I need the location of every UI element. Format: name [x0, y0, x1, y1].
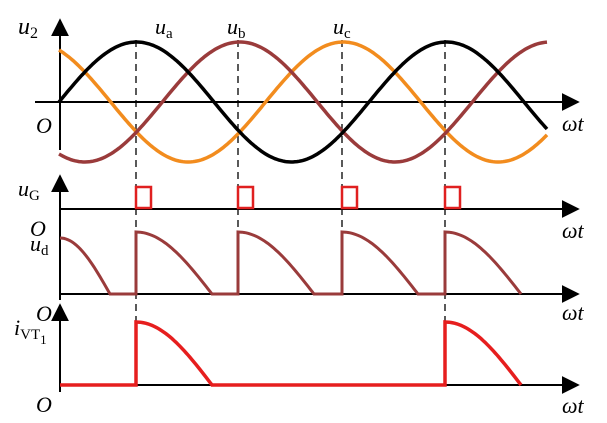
- origin-label-4: O: [36, 392, 52, 417]
- uc-waveform: [58, 40, 549, 164]
- u2-label: u2: [18, 14, 38, 42]
- origin-label-2: O: [30, 216, 46, 241]
- ub-label: ub: [227, 14, 246, 42]
- ub-waveform: [58, 40, 548, 164]
- uc-label: uc: [333, 14, 351, 42]
- gate-pulse-1: [134, 185, 153, 210]
- omega-t-label-2: ωt: [562, 218, 585, 243]
- gate-pulse-3: [340, 185, 359, 210]
- omega-t-label-4: ωt: [562, 393, 585, 418]
- ud-waveform: [59, 230, 523, 296]
- origin-label-3: O: [36, 301, 52, 326]
- ug-label: uG: [18, 176, 40, 204]
- ua-waveform: [57, 40, 549, 164]
- origin-label-1: O: [36, 113, 52, 138]
- omega-t-label-1: ωt: [562, 111, 585, 136]
- phase-voltages: [57, 40, 549, 164]
- ua-label: ua: [155, 14, 173, 42]
- ud-label: ud: [30, 231, 49, 259]
- gate-pulses: [134, 185, 462, 210]
- ivt1-label: iVT1: [14, 315, 47, 347]
- gate-pulse-4: [443, 185, 462, 210]
- omega-t-label-3: ωt: [562, 300, 585, 325]
- ivt1-waveform: [60, 320, 523, 387]
- gate-pulse-2: [236, 185, 255, 210]
- dashed-guides: [135, 40, 446, 385]
